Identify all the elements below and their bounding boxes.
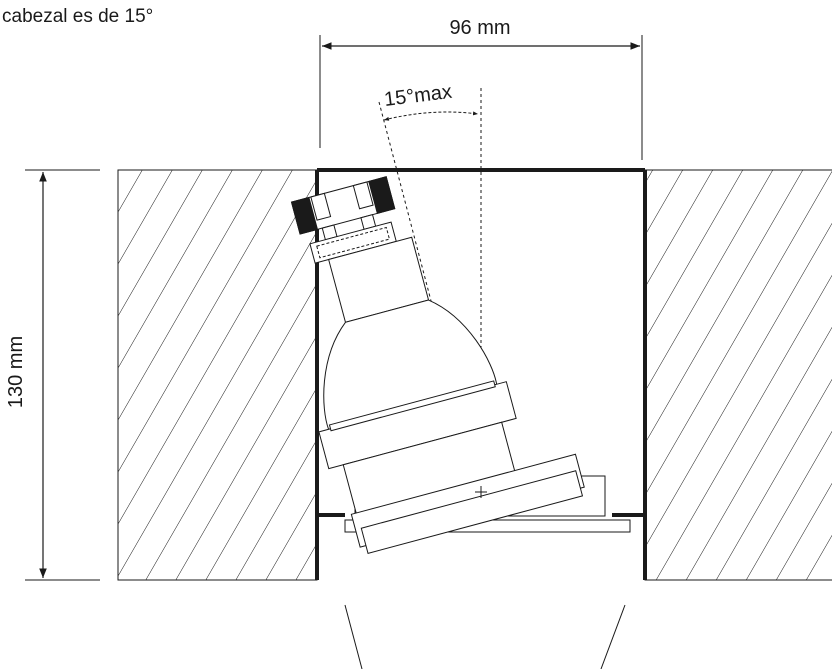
caption-text: cabezal es de 15°: [2, 6, 153, 27]
width-dimension: [319, 35, 643, 160]
pivot-marker: [475, 486, 487, 498]
height-label: 130 mm: [5, 336, 27, 408]
ceiling-right-section: [644, 169, 832, 581]
lamp-connector: [290, 176, 397, 264]
width-label: 96 mm: [449, 17, 510, 39]
angle-label: 15°max: [383, 81, 453, 111]
tilted-axis: [378, 101, 482, 493]
ceiling-left-section: [117, 169, 318, 581]
light-beam: [344, 604, 626, 669]
angle-arc: [383, 111, 479, 121]
tilted-lamp: [290, 176, 585, 554]
height-dimension: [25, 169, 100, 581]
